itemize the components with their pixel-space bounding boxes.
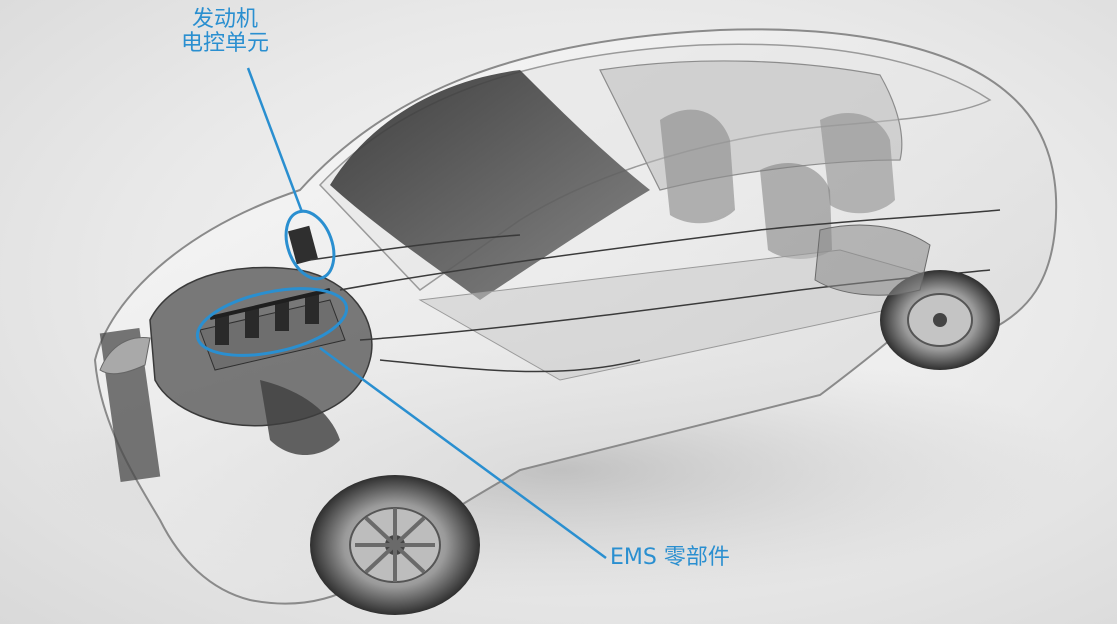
ems-callout-line (319, 346, 607, 560)
rear-seat (820, 112, 895, 214)
windshield (330, 70, 650, 300)
front-seat (660, 109, 735, 224)
exhaust-manifold (260, 380, 340, 455)
rear-seat-2 (760, 162, 832, 259)
ecu-label-line2: 电控单元 (180, 31, 269, 56)
front-wheel (310, 475, 480, 615)
rear-suspension (814, 224, 931, 296)
ecu-label-line1: 发动机 (191, 7, 258, 32)
fuel-injectors (209, 288, 331, 345)
ecu-callout-ellipse (284, 209, 336, 281)
ecu-box (287, 225, 319, 265)
headlight (99, 336, 151, 375)
ecu-callout-line (246, 67, 304, 213)
ecu-callout-label: 发动机 电控单元 (160, 8, 290, 56)
rear-wheel (880, 270, 1000, 370)
ems-callout-ellipse (195, 287, 349, 357)
ems-callout-label: EMS 零部件 (610, 545, 730, 570)
